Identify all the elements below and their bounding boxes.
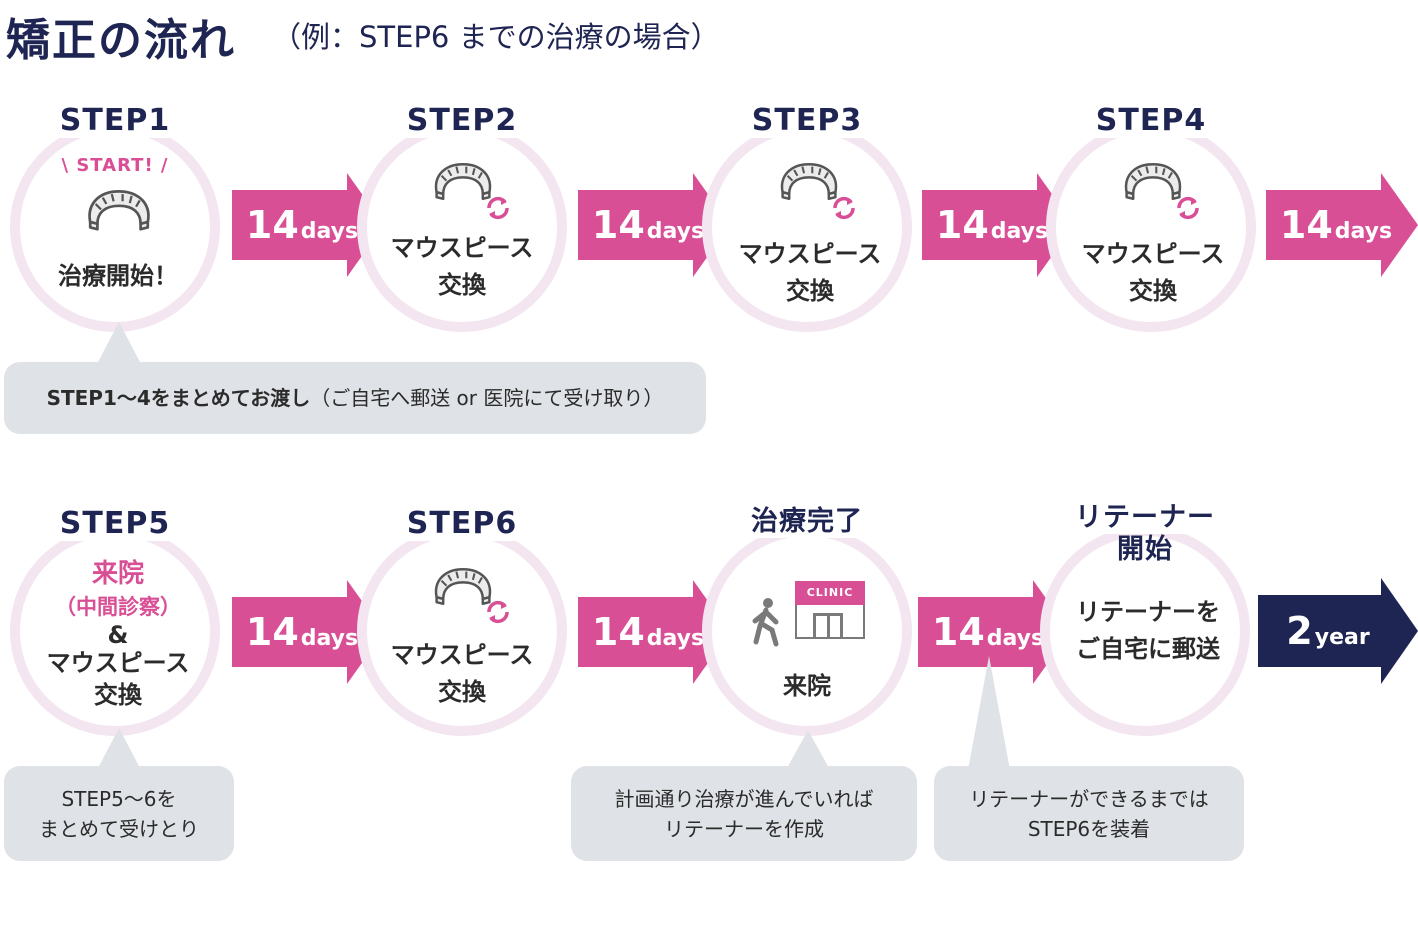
step1-circle	[10, 122, 220, 332]
clinic-sign: CLINIC	[795, 581, 865, 605]
arrow-number: 14	[935, 203, 989, 247]
note-normal-text: （ご自宅へ郵送 or 医院にて受け取り）	[310, 386, 664, 410]
step3-label: STEP3	[687, 104, 927, 138]
note-pointer	[97, 322, 141, 364]
note-bold-text: STEP1〜4をまとめてお渡し	[46, 386, 311, 410]
note-line1: リテーナーができるまでは	[969, 786, 1209, 811]
step6-label: STEP6	[342, 507, 582, 541]
note-retainer-creation: 計画通り治療が進んでいればリテーナーを作成	[571, 766, 917, 861]
arrow-number: 14	[1279, 203, 1333, 247]
retainer-text-line2: ご自宅に郵送	[1076, 635, 1220, 663]
step4-label: STEP4	[1031, 104, 1271, 138]
exchange-cycle-icon	[483, 597, 513, 627]
arrow-unit: year	[1314, 624, 1370, 650]
arrow-shape	[1258, 578, 1418, 684]
arrow-number: 14	[245, 203, 299, 247]
step6-text-line1: マウスピース	[390, 641, 534, 669]
retainer-label-line2: 開始	[1117, 534, 1173, 565]
complete-label: 治療完了	[687, 506, 927, 538]
clinic-building-icon: CLINIC	[795, 581, 865, 641]
step5-text-line2: 交換	[94, 681, 142, 709]
arrow-shape	[1266, 173, 1418, 277]
step3-text-line2: 交換	[786, 277, 834, 305]
arrow-number: 14	[591, 610, 645, 654]
exchange-cycle-icon	[829, 193, 859, 223]
arrow-unit: days	[300, 625, 359, 651]
step3-text-line1: マウスピース	[738, 240, 882, 268]
clinic-door-split	[827, 613, 830, 639]
note-line2: リテーナーを作成	[664, 816, 824, 841]
arrow-unit: days	[300, 218, 359, 244]
step4-text-line1: マウスピース	[1081, 240, 1225, 268]
step5-amp: &	[107, 621, 129, 649]
arrow-shape	[578, 173, 730, 277]
step2-text-line1: マウスピース	[390, 234, 534, 262]
step2-label: STEP2	[342, 104, 582, 138]
note-line2: STEP6を装着	[1027, 816, 1151, 841]
arrow-number: 14	[591, 203, 645, 247]
note-line1: STEP5〜6を	[61, 786, 177, 811]
retainer-label-line1: リテーナー	[1025, 502, 1265, 534]
page-title: 矯正の流れ	[6, 15, 236, 66]
arrow-unit: days	[646, 625, 705, 651]
start-badge: \ START! /	[61, 155, 169, 176]
note-step1-4: STEP1〜4をまとめてお渡し（ご自宅へ郵送 or 医院にて受け取り）	[4, 362, 706, 434]
arrow-unit: days	[986, 625, 1045, 651]
step5-visit-text: 来院	[91, 559, 144, 589]
clinic-wall	[795, 605, 865, 639]
step6-circle	[357, 526, 567, 736]
step5-label: STEP5	[0, 507, 235, 541]
arrow-number: 2	[1286, 609, 1313, 653]
note-pointer	[97, 728, 141, 770]
step4-text-line2: 交換	[1129, 277, 1177, 305]
arrow-shape	[922, 173, 1074, 277]
step2-text-line2: 交換	[438, 271, 486, 299]
note-line1: 計画通り治療が進んでいれば	[614, 786, 874, 811]
step5-text-line1: マウスピース	[46, 649, 190, 677]
note-wear-step6: リテーナーができるまでは STEP6を装着	[934, 766, 1244, 861]
note-line2: まとめて受けとり	[39, 816, 199, 841]
arrow-shape	[578, 580, 730, 684]
arrow-unit: days	[646, 218, 705, 244]
retainer-text-line1: リテーナーを	[1076, 598, 1220, 626]
arrow-unit: days	[1334, 218, 1393, 244]
exchange-cycle-icon	[1173, 193, 1203, 223]
arrow-number: 14	[931, 610, 985, 654]
arrow-shape	[918, 580, 1070, 684]
note-pointer	[968, 656, 1010, 770]
note-step5-6: STEP5〜6をまとめて受けとり	[4, 766, 234, 861]
step1-text: 治療開始！	[58, 262, 178, 290]
note-pointer	[786, 730, 830, 770]
retainer-circle	[1040, 526, 1250, 736]
exchange-cycle-icon	[483, 193, 513, 223]
arrow-number: 14	[245, 610, 299, 654]
step1-label: STEP1	[0, 104, 235, 138]
walking-person-icon	[752, 598, 779, 647]
arrow-shape	[232, 173, 384, 277]
arrow-unit: days	[990, 218, 1049, 244]
arrow-shape	[232, 580, 384, 684]
step6-text-line2: 交換	[438, 678, 486, 706]
step5-checkup-text: （中間診察）	[55, 595, 181, 619]
complete-text: 来院	[783, 672, 831, 700]
aligner-icon	[83, 185, 155, 241]
complete-circle	[702, 526, 912, 736]
page-subtitle: （例：STEP6 までの治療の場合）	[272, 20, 720, 54]
